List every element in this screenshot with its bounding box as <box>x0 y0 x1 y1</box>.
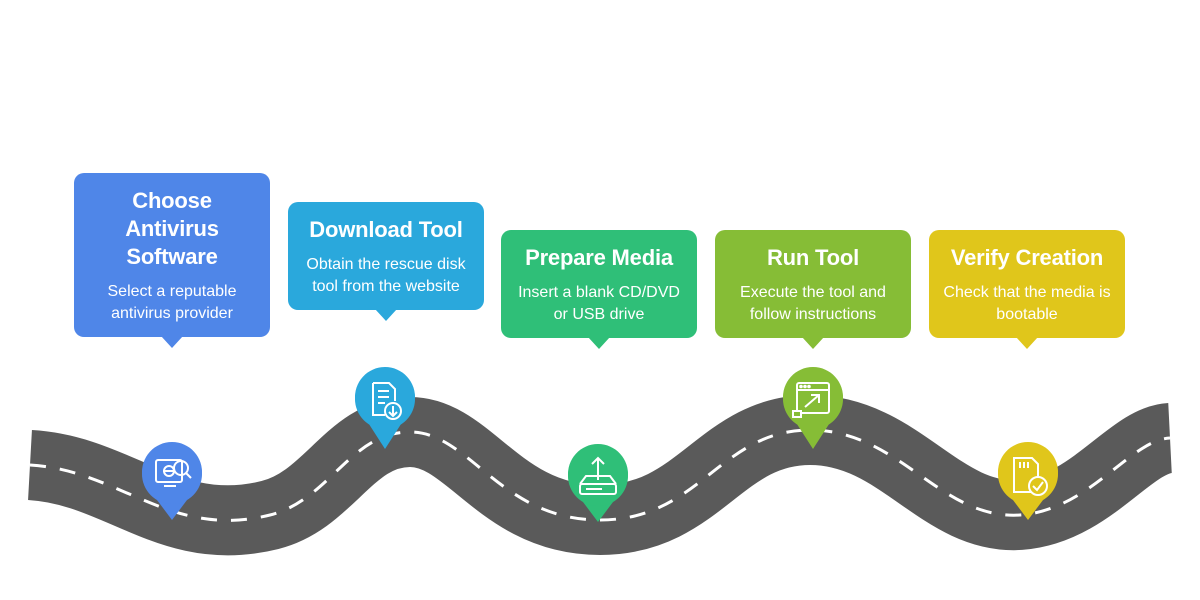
step-title: Run Tool <box>766 245 860 270</box>
step-title: Prepare Media <box>525 245 673 270</box>
pin-3 <box>568 444 628 522</box>
pin-2 <box>355 367 415 449</box>
pin-1 <box>142 442 202 520</box>
step-description: Select a reputable antivirus provider <box>107 283 237 322</box>
step-card-choose-antivirus: Choose Antivirus Software Select a reput… <box>74 173 270 348</box>
step-card-verify-creation: Verify Creation Check that the media is … <box>929 230 1125 349</box>
drive-upload-icon <box>579 456 617 495</box>
window-launch-icon <box>792 382 830 418</box>
road-center-line <box>29 428 1171 522</box>
antivirus-search-icon <box>155 459 192 487</box>
step-card-download-tool: Download Tool Obtain the rescue disk too… <box>288 202 484 321</box>
step-description: Check that the media is bootable <box>943 284 1111 323</box>
step-description: Insert a blank CD/DVD or USB drive <box>518 284 680 323</box>
callout-tail <box>375 309 397 321</box>
callout-tail <box>1016 337 1038 349</box>
step-title: Verify Creation <box>950 245 1104 270</box>
step-card-prepare-media: Prepare Media Insert a blank CD/DVD or U… <box>501 230 697 349</box>
pin-4 <box>783 367 843 449</box>
step-description: Obtain the rescue disk tool from the web… <box>306 256 466 295</box>
callout-tail <box>588 337 610 349</box>
callout-tail <box>802 337 824 349</box>
step-title: Choose Antivirus Software <box>125 188 219 269</box>
step-card-run-tool: Run Tool Execute the tool and follow ins… <box>715 230 911 349</box>
callout-tail <box>161 336 183 348</box>
step-description: Execute the tool and follow instructions <box>740 284 886 323</box>
step-title: Download Tool <box>309 217 463 242</box>
sd-card-check-icon <box>1013 457 1048 496</box>
document-download-icon <box>372 382 402 420</box>
pin-5 <box>998 442 1058 520</box>
